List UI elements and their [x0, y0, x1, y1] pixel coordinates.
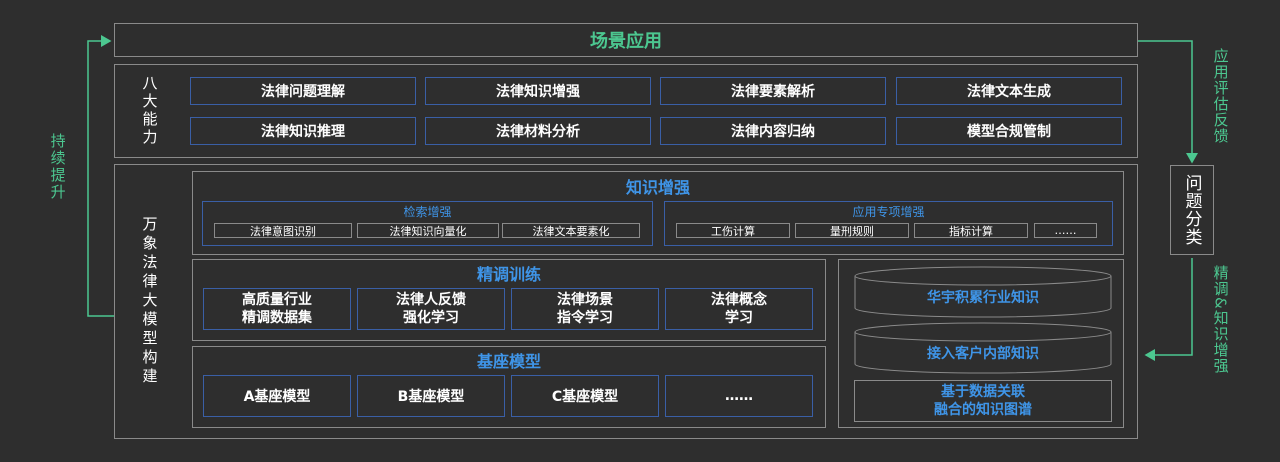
base-model-item: ……	[665, 375, 813, 417]
scenario-application-bar: 场景应用	[114, 23, 1138, 57]
application-item: 指标计算	[914, 223, 1028, 238]
ability-item: 法律内容归纳	[660, 117, 886, 145]
continuous-improvement-label: 持续提升	[48, 133, 67, 201]
ability-item: 法律材料分析	[425, 117, 651, 145]
application-enhancement-box: 应用专项增强 工伤计算 量刑规则 指标计算 ……	[664, 201, 1113, 246]
retrieval-item: 法律文本要素化	[502, 223, 640, 238]
eight-abilities-label: 八大能力	[140, 75, 159, 147]
right-enhance-arrow	[1144, 258, 1193, 361]
finetune-enhance-label: 精调&知识增强	[1211, 265, 1230, 374]
finetune-item: 法律场景 指令学习	[511, 288, 659, 330]
ability-item: 法律文本生成	[896, 77, 1122, 105]
base-model-item: B基座模型	[357, 375, 505, 417]
finetune-training-box: 精调训练 高质量行业 精调数据集 法律人反馈 强化学习 法律场景 指令学习 法律…	[192, 259, 826, 341]
application-item: 量刑规则	[795, 223, 909, 238]
knowledge-graph-box: 基于数据关联 融合的知识图谱	[854, 380, 1112, 422]
base-model-title: 基座模型	[476, 352, 541, 371]
ability-item: 法律知识增强	[425, 77, 651, 105]
base-model-box: 基座模型 A基座模型 B基座模型 C基座模型 ……	[192, 346, 826, 428]
industry-knowledge-cylinder	[854, 266, 1112, 318]
finetune-item: 法律概念 学习	[665, 288, 813, 330]
knowledge-enhancement-box: 知识增强 检索增强 法律意图识别 法律知识向量化 法律文本要素化 应用专项增强 …	[192, 171, 1124, 255]
application-item: 工伤计算	[676, 223, 790, 238]
ability-item: 法律要素解析	[660, 77, 886, 105]
left-feedback-arrow	[87, 35, 114, 317]
knowledge-base-box: 华宇积累行业知识 接入客户内部知识 基于数据关联 融合的知识图谱	[838, 259, 1124, 428]
retrieval-item: 法律意图识别	[214, 223, 352, 238]
right-eval-arrow	[1138, 40, 1198, 164]
ability-item: 法律问题理解	[190, 77, 416, 105]
problem-classification-box: 问题分类	[1170, 165, 1214, 255]
client-knowledge-cylinder	[854, 322, 1112, 374]
model-building-section: 万象法律大模型构建 知识增强 检索增强 法律意图识别 法律知识向量化 法律文本要…	[114, 164, 1138, 439]
client-knowledge-label: 接入客户内部知识	[927, 346, 1039, 362]
eight-abilities-section: 八大能力 法律问题理解 法律知识增强 法律要素解析 法律文本生成 法律知识推理 …	[114, 64, 1138, 158]
retrieval-enhancement-box: 检索增强 法律意图识别 法律知识向量化 法律文本要素化	[202, 201, 653, 246]
evaluation-feedback-label: 应用评估反馈	[1211, 48, 1230, 144]
retrieval-enhancement-title: 检索增强	[403, 204, 452, 219]
base-model-item: C基座模型	[511, 375, 659, 417]
model-building-label: 万象法律大模型构建	[140, 215, 159, 387]
scenario-application-title: 场景应用	[590, 31, 662, 52]
ability-item: 法律知识推理	[190, 117, 416, 145]
ability-item: 模型合规管制	[896, 117, 1122, 145]
knowledge-enhancement-title: 知识增强	[625, 178, 690, 197]
finetune-training-title: 精调训练	[476, 265, 541, 284]
finetune-item: 高质量行业 精调数据集	[203, 288, 351, 330]
base-model-item: A基座模型	[203, 375, 351, 417]
industry-knowledge-label: 华宇积累行业知识	[927, 290, 1039, 306]
application-enhancement-title: 应用专项增强	[852, 204, 925, 219]
finetune-item: 法律人反馈 强化学习	[357, 288, 505, 330]
application-item: ……	[1034, 223, 1097, 238]
retrieval-item: 法律知识向量化	[357, 223, 499, 238]
